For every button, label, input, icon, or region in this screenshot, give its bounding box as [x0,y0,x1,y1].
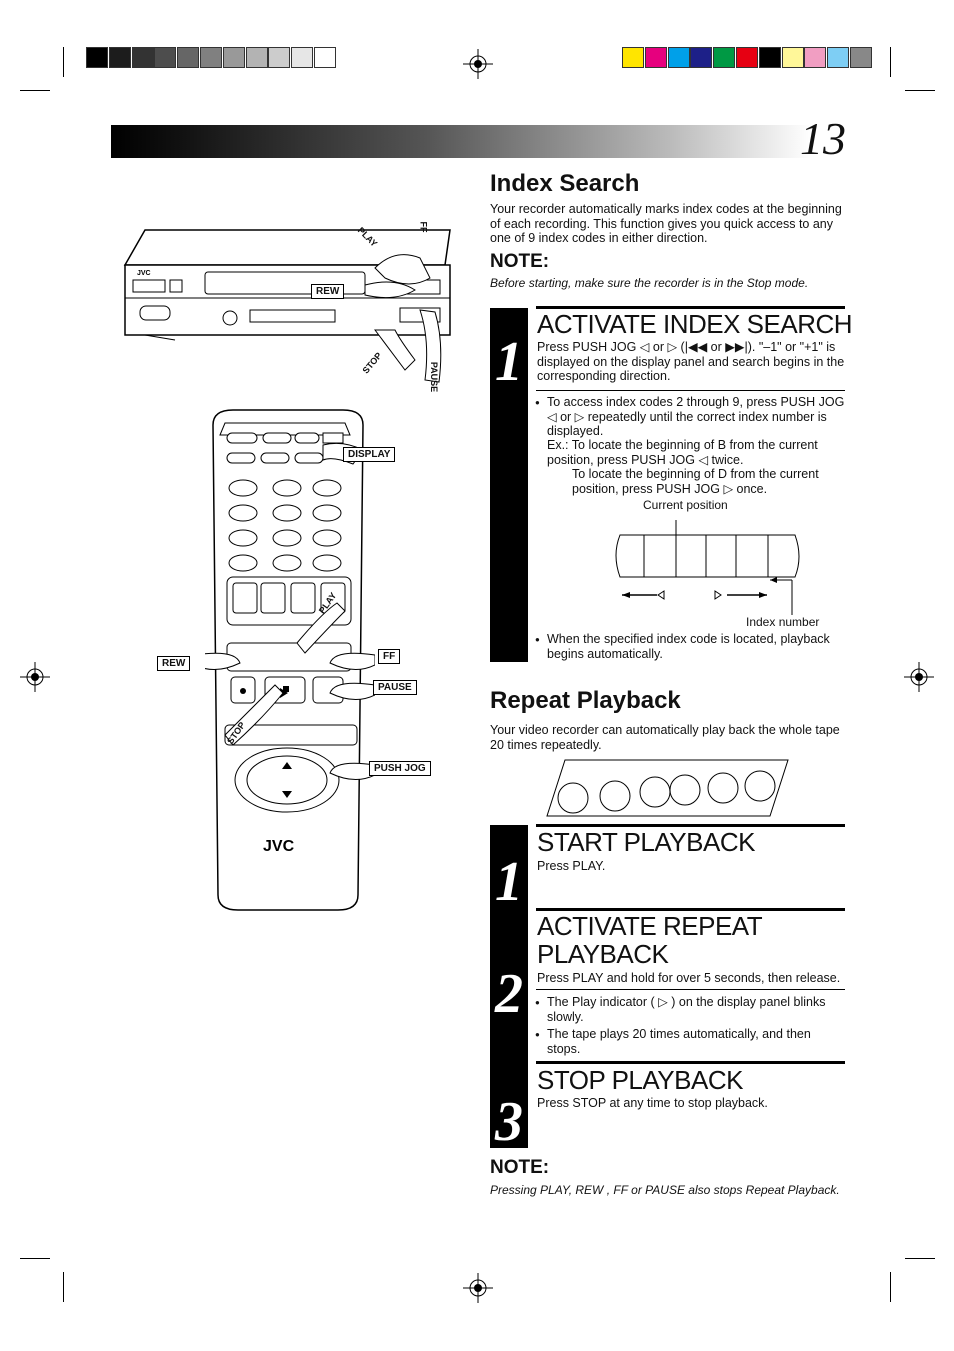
index-note-text: Before starting, make sure the recorder … [490,276,809,290]
repeat-step1-number: 1 [495,851,523,913]
repeat-note-title: NOTE: [490,1157,550,1178]
repeat-step3-rule [536,1061,845,1064]
gray-bar-swatch [86,47,108,68]
remote-pause-label: PAUSE [373,680,417,695]
repeat-step3-text: Press STOP at any time to stop playback. [537,1096,768,1110]
gray-bar-swatch [131,47,154,68]
index-step1-example1: Ex.: To locate the beginning of B from t… [547,438,818,467]
index-search-intro: Your recorder automatically marks index … [490,202,842,245]
index-step1-rule [536,306,845,309]
vcr-illustration: JVC [123,229,451,383]
remote-display-label: DISPLAY [343,447,396,462]
repeat-note-text: Pressing PLAY, REW , FF or PAUSE also st… [490,1183,840,1197]
page-number: 13 [800,113,846,164]
index-number-label: Index number [746,615,820,629]
color-bar-swatch [804,47,827,68]
index-step1-example2: To locate the beginning of D from the cu… [572,467,819,496]
gray-bar-swatch [245,47,268,68]
gray-bar-swatch [154,47,177,68]
remote-ff-label: FF [378,649,401,664]
color-bar-swatch [736,47,758,68]
repeat-playback-title: Repeat Playback [490,687,681,714]
repeat-step2-text: Press PLAY and hold for over 5 seconds, … [537,971,841,985]
repeat-step2-divider [536,989,845,990]
repeat-step2-number: 2 [495,963,523,1025]
vcr-brand-logo: JVC [137,270,151,277]
repeat-playback-intro: Your video recorder can automatically pl… [490,723,840,752]
repeat-step2-rule [536,908,845,911]
color-bar-swatch [758,47,781,68]
index-step1-bullet1: To access index codes 2 through 9, press… [535,395,845,439]
index-step1-bullet2: When the specified index code is located… [535,632,845,661]
gray-bar-swatch [314,47,336,68]
gray-bar-swatch [200,47,222,68]
color-bar-swatch [713,47,736,68]
index-note-title: NOTE: [490,251,550,272]
vcr-rew-label: REW [311,284,345,299]
index-step1-text: Press PUSH JOG ◁ or ▷ (|◀◀ or ▶▶|). "–1"… [537,340,845,383]
index-step1-divider [536,390,845,391]
color-bar-swatch [850,47,872,68]
index-tape-diagram [615,520,800,615]
repeat-step2-bullet1: The Play indicator ( ▷ ) on the display … [535,995,845,1024]
repeat-step1-text: Press PLAY. [537,859,606,873]
color-bar-swatch [644,47,667,68]
remote-rew-label: REW [157,656,191,671]
gray-bar-swatch [268,47,291,68]
color-bar-swatch [622,47,644,68]
repeat-step2-heading: ACTIVATE REPEAT PLAYBACK [537,911,762,969]
repeat-step1-rule [536,824,845,827]
gray-bar-swatch [291,47,314,68]
index-search-title: Index Search [490,170,640,197]
registration-target-top [463,49,493,79]
remote-push-jog-label: PUSH JOG [369,761,431,776]
color-bar-swatch [827,47,850,68]
repeat-step3-heading: STOP PLAYBACK [537,1065,743,1095]
registration-target-right [904,662,934,692]
repeat-step-bar [490,825,528,1148]
gray-bar-swatch [177,47,200,68]
color-bar-swatch [667,47,690,68]
index-step-bar [490,308,528,662]
repeat-tape-illustration [546,759,789,817]
vcr-pause-label: PAUSE [429,361,440,393]
repeat-step2-bullet2: The tape plays 20 times automatically, a… [535,1027,845,1056]
registration-target-left [20,662,50,692]
index-step1-heading: ACTIVATE INDEX SEARCH [537,309,853,339]
repeat-step3-number: 3 [495,1091,523,1153]
header-gradient-bar [111,125,811,158]
current-position-label: Current position [643,498,728,512]
gray-bar-swatch [222,47,245,68]
color-bar-swatch [781,47,804,68]
gray-bar-swatch [108,47,131,68]
index-step1-number: 1 [495,331,523,393]
repeat-step1-heading: START PLAYBACK [537,827,755,857]
color-bar-swatch [690,47,713,68]
vcr-ff-label: FF [418,221,429,233]
remote-illustration: JVC [205,409,375,911]
remote-brand-logo: JVC [263,838,295,855]
registration-target-bottom [463,1273,493,1303]
